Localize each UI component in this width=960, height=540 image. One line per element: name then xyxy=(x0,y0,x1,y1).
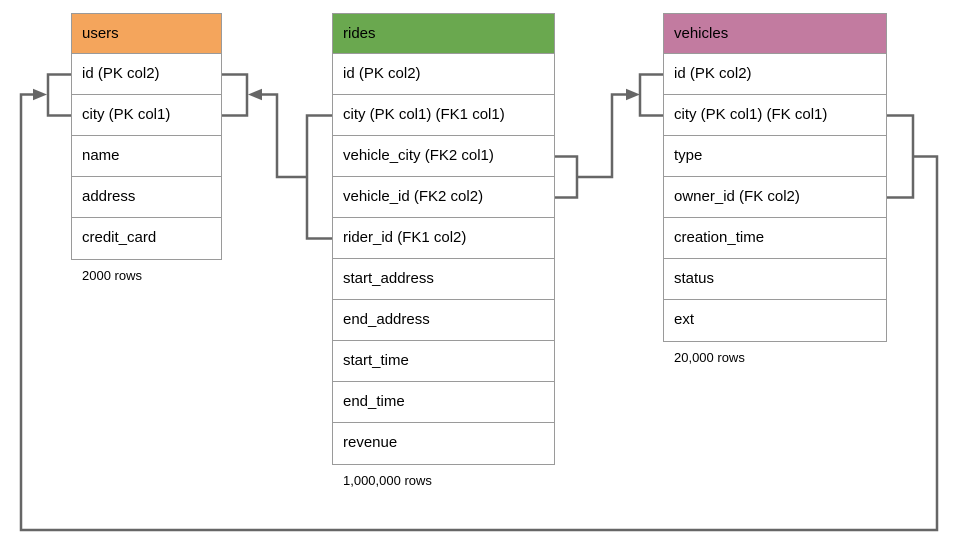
users-left-bracket xyxy=(46,73,71,117)
table-users-header: users xyxy=(72,14,221,54)
arrowhead-into-vehicles-icon xyxy=(626,88,640,101)
table-column-row: ext xyxy=(664,300,886,341)
vehicles-fk-bracket xyxy=(887,114,915,199)
table-column-row: id (PK col2) xyxy=(664,54,886,95)
table-rides: rides id (PK col2)city (PK col1) (FK1 co… xyxy=(332,13,555,488)
rides-fk2-link xyxy=(577,93,626,179)
table-column-row: rider_id (FK1 col2) xyxy=(333,218,554,259)
arrowhead-into-users-right-icon xyxy=(248,88,262,101)
table-vehicles-row-count: 20,000 rows xyxy=(674,350,745,365)
table-column-row: name xyxy=(72,136,221,177)
rides-fk1-bracket xyxy=(305,114,332,240)
table-vehicles-header: vehicles xyxy=(664,14,886,54)
table-rides-row-count: 1,000,000 rows xyxy=(343,473,432,488)
rides-fk1-link xyxy=(262,93,307,179)
connector-rides-fk2-vehicles xyxy=(555,73,663,199)
table-column-row: end_time xyxy=(333,382,554,423)
table-column-row: vehicle_id (FK2 col2) xyxy=(333,177,554,218)
table-column-row: city (PK col1) (FK col1) xyxy=(664,95,886,136)
table-column-row: id (PK col2) xyxy=(72,54,221,95)
table-column-row: owner_id (FK col2) xyxy=(664,177,886,218)
table-column-row: credit_card xyxy=(72,218,221,259)
users-right-bracket xyxy=(222,73,249,117)
table-vehicles: vehicles id (PK col2)city (PK col1) (FK … xyxy=(663,13,887,365)
table-column-row: address xyxy=(72,177,221,218)
table-column-row: vehicle_city (FK2 col1) xyxy=(333,136,554,177)
arrowhead-into-users-left-icon xyxy=(33,88,47,101)
table-column-row: creation_time xyxy=(664,218,886,259)
table-column-row: status xyxy=(664,259,886,300)
vehicles-left-bracket xyxy=(638,73,663,117)
table-column-row: id (PK col2) xyxy=(333,54,554,95)
table-column-row: revenue xyxy=(333,423,554,464)
rides-fk2-bracket xyxy=(555,155,579,199)
table-column-row: start_time xyxy=(333,341,554,382)
table-column-row: start_address xyxy=(333,259,554,300)
vehicles-fk-link xyxy=(19,93,939,532)
table-column-row: city (PK col1) (FK1 col1) xyxy=(333,95,554,136)
table-column-row: type xyxy=(664,136,886,177)
table-rides-columns: id (PK col2)city (PK col1) (FK1 col1)veh… xyxy=(333,54,554,464)
connector-rides-fk1-users xyxy=(222,73,332,240)
table-column-row: end_address xyxy=(333,300,554,341)
table-rides-header: rides xyxy=(333,14,554,54)
table-vehicles-columns: id (PK col2)city (PK col1) (FK col1)type… xyxy=(664,54,886,341)
connector-vehicles-fk-users xyxy=(19,73,939,532)
table-column-row: city (PK col1) xyxy=(72,95,221,136)
table-users-row-count: 2000 rows xyxy=(82,268,142,283)
